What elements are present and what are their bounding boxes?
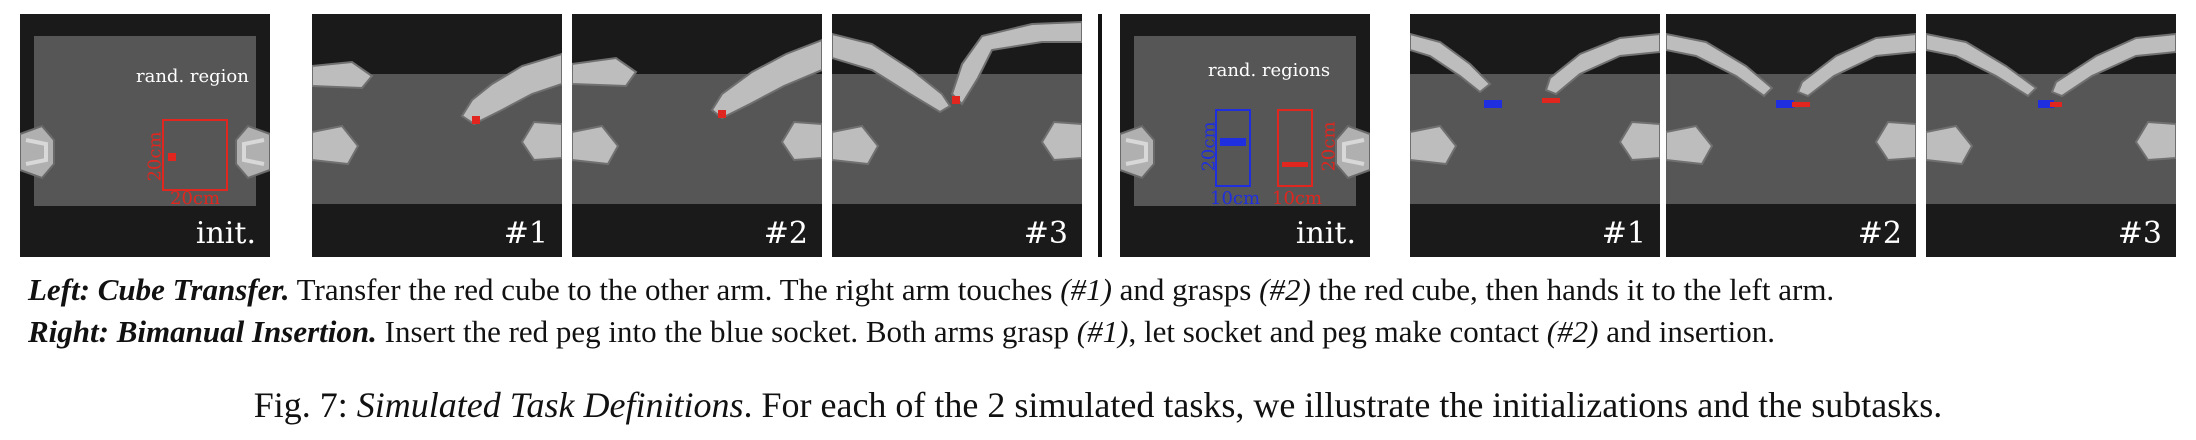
caption-right-line: Right: Bimanual Insertion. Insert the re… — [28, 314, 1775, 350]
caption-left-title: Left: Cube Transfer. — [28, 272, 290, 307]
panel-label: #3 — [2117, 216, 2162, 251]
right-step3-panel: #3 — [1926, 14, 2176, 257]
right-step1-scene — [1410, 14, 1660, 257]
caption-left-text-1: Transfer the red cube to the other arm. … — [289, 272, 1061, 307]
left-step3-scene — [832, 14, 1082, 257]
rand-regions-label: rand. regions — [1208, 60, 1331, 81]
figure-caption-text: . For each of the 2 simulated tasks, we … — [743, 385, 1943, 425]
red-dim-vertical: 20cm — [1318, 121, 1340, 172]
caption-left-step1: (#1) — [1060, 272, 1112, 307]
caption-right-text-1: Insert the red peg into the blue socket.… — [376, 314, 1077, 349]
figure-number: Fig. 7: — [253, 385, 357, 425]
caption-right-title: Right: Bimanual Insertion. — [28, 314, 377, 349]
panel-label: init. — [195, 216, 256, 251]
figure-title: Simulated Task Definitions — [356, 385, 744, 425]
left-step3-panel: #3 — [832, 14, 1082, 257]
caption-right-text-3: and insertion. — [1598, 314, 1775, 349]
left-init-panel: rand. region 20cm 20cm init. — [20, 14, 270, 257]
caption-left-line: Left: Cube Transfer. Transfer the red cu… — [28, 272, 1834, 308]
left-step2-scene — [572, 14, 822, 257]
right-step2-scene — [1666, 14, 1916, 257]
rand-region-label: rand. region — [136, 66, 249, 87]
task-separator — [1098, 14, 1102, 257]
left-step2-panel: #2 — [572, 14, 822, 257]
left-step1-panel: #1 — [312, 14, 562, 257]
right-step3-scene — [1926, 14, 2176, 257]
left-step1-scene — [312, 14, 562, 257]
panel-label: init. — [1295, 216, 1356, 251]
blue-dim-horizontal: 10cm — [1210, 188, 1261, 209]
right-init-panel: rand. regions 20cm 10cm 20cm 10cm init. — [1120, 14, 1370, 257]
left-dim-horizontal: 20cm — [170, 188, 221, 209]
caption-right-text-2: , let socket and peg make contact — [1128, 314, 1547, 349]
caption-right-step1: (#1) — [1076, 314, 1129, 349]
red-dim-horizontal: 10cm — [1272, 188, 1323, 209]
left-init-scene — [20, 14, 270, 257]
right-step1-panel: #1 — [1410, 14, 1660, 257]
blue-dim-vertical: 20cm — [1198, 121, 1220, 172]
right-init-scene — [1120, 14, 1370, 257]
panel-label: #2 — [1857, 216, 1902, 251]
left-dim-vertical: 20cm — [144, 131, 166, 182]
caption-right-step2: (#2) — [1546, 314, 1599, 349]
panel-label: #1 — [1601, 216, 1646, 251]
caption-left-step2: (#2) — [1259, 272, 1311, 307]
panel-label: #2 — [763, 216, 808, 251]
caption-left-text-3: the red cube, then hands it to the left … — [1310, 272, 1835, 307]
panel-label: #3 — [1023, 216, 1068, 251]
figure-caption: Fig. 7: Simulated Task Definitions. For … — [0, 384, 2196, 426]
caption-left-text-2: and grasps — [1111, 272, 1260, 307]
right-step2-panel: #2 — [1666, 14, 1916, 257]
panel-label: #1 — [503, 216, 548, 251]
